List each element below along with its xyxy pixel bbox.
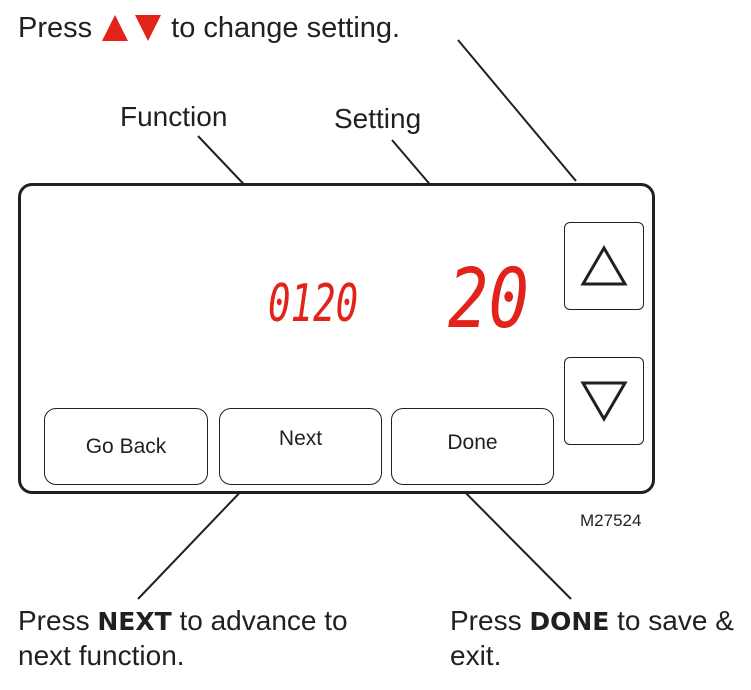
next-instruction: Press NEXT to advance to next function. (18, 604, 348, 673)
setting-label: Setting (334, 103, 422, 134)
up-button[interactable] (564, 222, 644, 310)
next-instruction-line2: next function. (18, 640, 185, 671)
done-instruction-line2: exit. (450, 640, 502, 671)
up-triangle-icon (580, 245, 628, 286)
go-back-button-label: Go Back (85, 434, 167, 458)
done-button[interactable]: Done (391, 408, 554, 485)
setting-value-readout: 20 (448, 252, 529, 347)
go-back-button[interactable]: Go Back (44, 408, 208, 485)
done-instruction: Press DONE to save & exit. (450, 604, 734, 673)
change-setting-instruction: Press to change setting. (18, 8, 400, 48)
function-label: Function (120, 101, 228, 132)
function-code-readout: 0120 (268, 274, 359, 334)
next-button-label: Next (278, 426, 323, 450)
leader-line-arrows (457, 39, 577, 182)
instruction-prefix: Press (18, 12, 93, 44)
done-button-label: Done (447, 430, 498, 454)
down-arrow-icon (135, 15, 162, 41)
up-arrow-icon (102, 15, 129, 41)
done-instruction-line1: Press DONE to save & (450, 604, 734, 639)
down-triangle-icon (580, 381, 628, 422)
next-instruction-prefix: Press (18, 605, 98, 636)
done-instruction-prefix: Press (450, 605, 530, 636)
next-instruction-suffix: to advance to (171, 605, 348, 636)
next-keyword: NEXT (97, 607, 172, 636)
model-number: M27524 (580, 511, 642, 530)
down-button[interactable] (564, 357, 644, 445)
next-instruction-line1: Press NEXT to advance to (18, 604, 348, 639)
instruction-suffix: to change setting. (171, 12, 401, 44)
done-instruction-suffix: to save & (609, 605, 734, 636)
done-keyword: DONE (529, 607, 610, 636)
next-button[interactable]: Next (219, 408, 382, 485)
